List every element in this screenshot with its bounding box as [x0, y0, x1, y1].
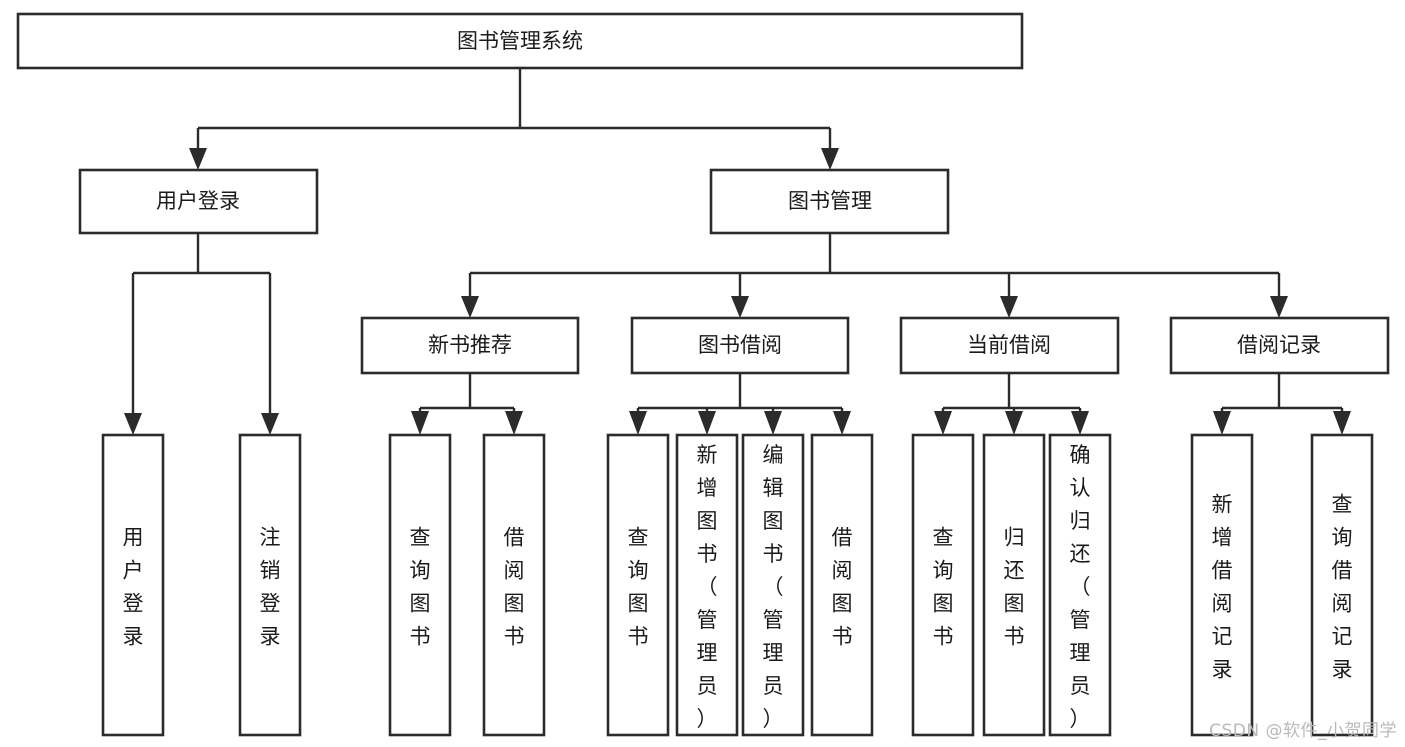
arrow-head-leaf-edit-book	[764, 411, 782, 435]
node-book-management[interactable]: 图书管理	[709, 168, 950, 235]
node-leaf-query-book-2-label: 查询图书	[628, 526, 649, 649]
node-root[interactable]: 图书管理系统	[16, 12, 1024, 70]
node-leaf-query-book-2[interactable]: 查询图书	[606, 433, 670, 737]
node-leaf-confirm-return[interactable]: 确认归还（管理员）	[1048, 433, 1112, 737]
arrow-head-borrow-record	[1270, 296, 1288, 318]
arrow-head-leaf-query-book-1	[411, 411, 429, 435]
node-book-borrow-box[interactable]	[630, 316, 850, 375]
node-leaf-add-record[interactable]: 新增借阅记录	[1190, 433, 1254, 737]
node-leaf-query-book-3[interactable]: 查询图书	[911, 433, 975, 737]
node-leaf-return-book-box[interactable]	[982, 433, 1046, 737]
node-leaf-return-book[interactable]: 归还图书	[982, 433, 1046, 737]
arrow-head-leaf-user-logout	[261, 413, 279, 435]
node-user-login-label: 用户登录	[156, 189, 240, 213]
node-book-management-label: 图书管理	[788, 189, 872, 213]
node-new-book-recommend-box[interactable]	[360, 316, 580, 375]
node-user-login[interactable]: 用户登录	[78, 168, 319, 235]
node-leaf-query-record-label: 查询借阅记录	[1332, 493, 1353, 682]
node-borrow-record[interactable]: 借阅记录	[1169, 316, 1390, 375]
arrow-head-leaf-add-record	[1213, 411, 1231, 435]
arrow-head-leaf-add-book	[698, 411, 716, 435]
node-leaf-borrow-book-2[interactable]: 借阅图书	[810, 433, 874, 737]
node-leaf-user-login[interactable]: 用户登录	[101, 433, 165, 737]
arrow-head-leaf-query-record	[1333, 411, 1351, 435]
arrow-head-new-book-recommend	[461, 296, 479, 318]
node-leaf-edit-book[interactable]: 编辑图书（管理员）	[741, 433, 805, 737]
node-leaf-query-record-box[interactable]	[1310, 433, 1374, 737]
arrow-head-leaf-borrow-book-1	[505, 411, 523, 435]
arrow-head-leaf-query-book-2	[629, 411, 647, 435]
connector-layer	[124, 68, 1351, 435]
arrow-head-book-borrow	[731, 296, 749, 318]
node-leaf-borrow-book-1-box[interactable]	[482, 433, 546, 737]
node-leaf-user-logout-label: 注销登录	[260, 526, 281, 649]
node-borrow-record-box[interactable]	[1169, 316, 1390, 375]
node-leaf-query-book-3-label: 查询图书	[933, 526, 954, 649]
node-book-borrow-label: 图书借阅	[698, 333, 782, 357]
node-root-label: 图书管理系统	[457, 29, 583, 53]
node-leaf-edit-book-box[interactable]	[741, 433, 805, 737]
node-leaf-borrow-book-1[interactable]: 借阅图书	[482, 433, 546, 737]
node-leaf-user-logout-box[interactable]	[238, 433, 302, 737]
arrow-head-book-management	[821, 148, 839, 170]
arrow-head-leaf-borrow-book-2	[833, 411, 851, 435]
node-leaf-user-login-label: 用户登录	[123, 526, 144, 649]
node-leaf-user-login-box[interactable]	[101, 433, 165, 737]
node-leaf-query-book-1-label: 查询图书	[410, 526, 431, 649]
node-leaf-query-book-3-box[interactable]	[911, 433, 975, 737]
csdn-watermark: CSDN @软件_小贺同学	[1209, 721, 1397, 741]
node-leaf-borrow-book-1-label: 借阅图书	[504, 526, 525, 649]
node-leaf-confirm-return-box[interactable]	[1048, 433, 1112, 737]
node-leaf-add-record-label: 新增借阅记录	[1212, 493, 1233, 682]
node-current-borrow-box[interactable]	[899, 316, 1120, 375]
node-leaf-return-book-label: 归还图书	[1004, 526, 1025, 649]
node-leaf-query-book-2-box[interactable]	[606, 433, 670, 737]
node-user-login-box[interactable]	[78, 168, 319, 235]
node-current-borrow[interactable]: 当前借阅	[899, 316, 1120, 375]
node-leaf-user-logout[interactable]: 注销登录	[238, 433, 302, 737]
node-leaf-add-book-box[interactable]	[675, 433, 739, 737]
node-book-borrow[interactable]: 图书借阅	[630, 316, 850, 375]
arrow-head-leaf-return-book	[1005, 411, 1023, 435]
node-new-book-recommend-label: 新书推荐	[428, 333, 512, 357]
node-current-borrow-label: 当前借阅	[967, 333, 1051, 357]
node-leaf-confirm-return-label: 确认归还（管理员）	[1070, 443, 1091, 731]
arrow-head-leaf-user-login	[124, 413, 142, 435]
node-book-management-box[interactable]	[709, 168, 950, 235]
node-new-book-recommend[interactable]: 新书推荐	[360, 316, 580, 375]
node-borrow-record-label: 借阅记录	[1237, 333, 1321, 357]
arrow-head-leaf-confirm-return	[1071, 411, 1089, 435]
arrow-head-leaf-query-book-3	[934, 411, 952, 435]
node-leaf-query-record[interactable]: 查询借阅记录	[1310, 433, 1374, 737]
node-leaf-query-book-1-box[interactable]	[388, 433, 452, 737]
node-leaf-add-book-label: 新增图书（管理员）	[697, 443, 718, 731]
arrow-head-current-borrow	[1000, 296, 1018, 318]
node-leaf-edit-book-label: 编辑图书（管理员）	[763, 443, 784, 731]
node-leaf-borrow-book-2-box[interactable]	[810, 433, 874, 737]
node-leaf-add-book[interactable]: 新增图书（管理员）	[675, 433, 739, 737]
arrow-head-user-login	[189, 148, 207, 170]
node-leaf-query-book-1[interactable]: 查询图书	[388, 433, 452, 737]
node-leaf-borrow-book-2-label: 借阅图书	[832, 526, 853, 649]
node-root-box[interactable]	[16, 12, 1024, 70]
node-leaf-add-record-box[interactable]	[1190, 433, 1254, 737]
